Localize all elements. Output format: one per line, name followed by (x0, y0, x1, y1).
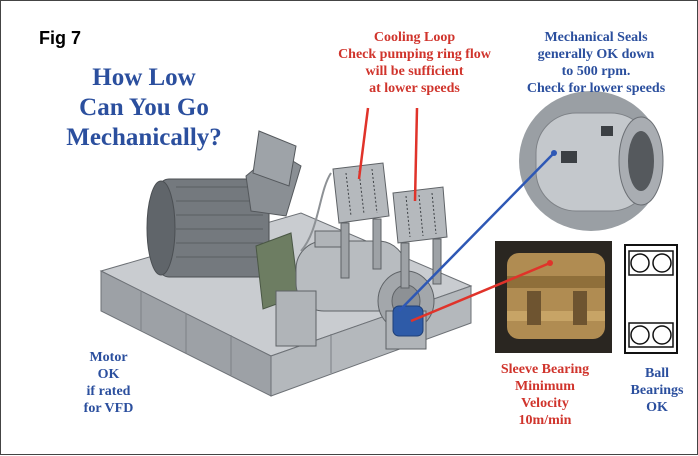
callout-line: at lower speeds (369, 81, 460, 96)
headline-line: How Low (92, 64, 196, 91)
sleeve-bearing-callout: Sleeve Bearing Minimum Velocity 10m/min (485, 361, 605, 429)
callout-line: Motor (89, 350, 128, 365)
callout-line: OK (646, 400, 668, 415)
mechanical-seals-callout: Mechanical Seals generally OK down to 50… (506, 29, 686, 97)
seal-housing (392, 305, 424, 337)
figure-label-text: Fig 7 (39, 28, 82, 48)
callout-line: Sleeve Bearing (500, 362, 590, 377)
sleeve-bearing-image (495, 241, 612, 353)
mechanical-seal-image (519, 91, 664, 231)
figure-label: Fig 7 (39, 28, 81, 49)
cooling-loop-callout: Cooling Loop Check pumping ring flow wil… (317, 29, 512, 97)
ball-bearing-drawing (624, 244, 678, 354)
callout-line: OK (97, 367, 120, 382)
motor-callout: Motor OK if rated for VFD (71, 349, 146, 417)
headline-line: Mechanically? (66, 124, 222, 151)
callout-line: will be sufficient (365, 64, 464, 79)
headline: How Low Can You Go Mechanically? (39, 63, 249, 153)
callout-line: Cooling Loop (373, 30, 456, 45)
headline-line: Can You Go (79, 94, 209, 121)
callout-line: to 500 rpm. (561, 64, 631, 79)
callout-line: Mechanical Seals (544, 30, 648, 45)
callout-line: Check pumping ring flow (338, 47, 491, 62)
callout-line: generally OK down (537, 47, 655, 62)
leader-lines (357, 107, 555, 323)
callout-line: Check for lower speeds (526, 81, 666, 96)
callout-line: Bearings (630, 383, 684, 398)
callout-line: Velocity (521, 396, 569, 411)
pump-casing (275, 230, 435, 350)
callout-line: 10m/min (518, 413, 572, 428)
ball-bearings-callout: Ball Bearings OK (625, 365, 689, 416)
callout-line: if rated (86, 384, 131, 399)
callout-line: Ball (644, 366, 670, 381)
motor (146, 130, 302, 278)
callout-line: for VFD (83, 401, 134, 416)
cooling-exchangers (300, 162, 448, 289)
callout-line: Minimum (515, 379, 575, 394)
